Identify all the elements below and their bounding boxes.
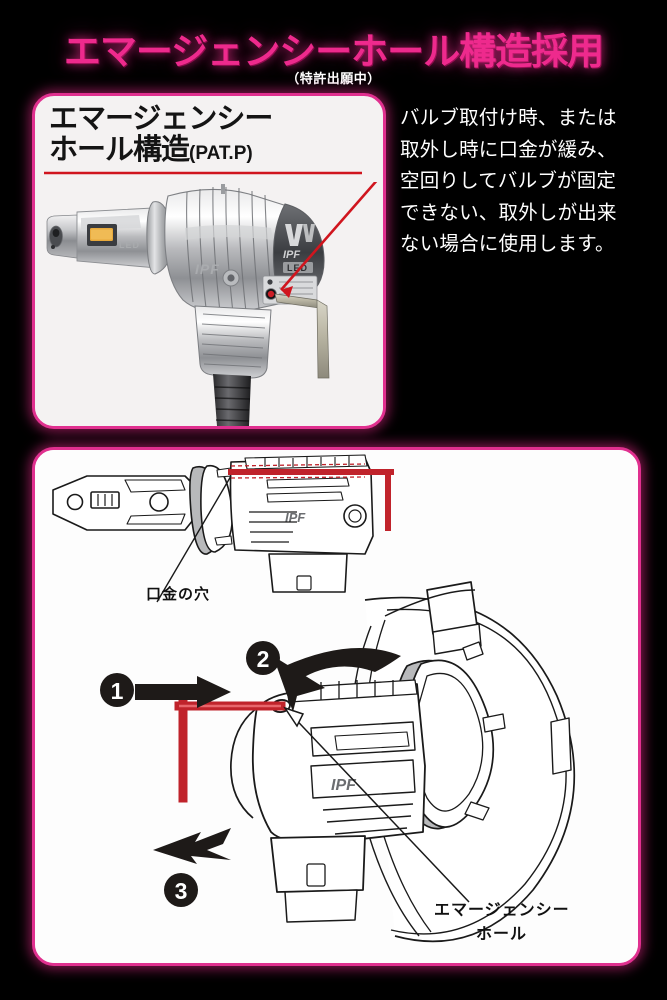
panel-product-photo: エマージェンシー ホール構造(PAT.P) [32, 93, 386, 429]
patent-pending-note: （特許出願中） [286, 71, 381, 86]
step-3-marker: 3 [153, 828, 231, 907]
svg-text:LED: LED [287, 263, 308, 273]
led-bulb-photo: LED IPF [35, 182, 383, 426]
patp-mark: (PAT.P) [189, 143, 253, 165]
label-socket-hole: 口金の穴 [146, 586, 211, 603]
insertion-path-dotted [230, 463, 366, 479]
arrow-curve-down-icon [285, 648, 401, 680]
callout-arrow-head [281, 286, 293, 298]
body-copy-line4: できない、取外しが出来 [400, 201, 617, 224]
leader-emergency-hole [284, 707, 470, 903]
subdiagram-bulb-sideview: IPF [52, 454, 374, 593]
header: エマージェンシーホール構造採用 （特許出願中） [0, 0, 667, 93]
label-emergency-hole: エマージェンシー ホール [434, 899, 570, 947]
svg-text:1: 1 [111, 678, 124, 704]
instruction-diagram: IPF [35, 450, 638, 963]
hex-key-top [228, 469, 394, 531]
svg-text:IPF: IPF [283, 249, 300, 261]
callout-arrow-red [280, 182, 378, 291]
leader-arrow-head [283, 706, 305, 728]
inset-heading-line1: エマージェンシー [49, 103, 273, 135]
svg-text:IPF: IPF [331, 777, 357, 794]
body-copy-line3: 空回りしてバルブが固定 [400, 170, 617, 193]
svg-text:3: 3 [175, 878, 188, 904]
inset-heading: エマージェンシー ホール構造(PAT.P) [49, 103, 379, 167]
svg-text:LED: LED [119, 240, 140, 250]
body-copy-line5: ない場合に使用します。 [400, 233, 615, 256]
bulb-connector [194, 184, 272, 426]
arrow-right-icon [135, 676, 231, 708]
body-copy-line1: バルブ取付け時、または [400, 107, 617, 129]
panel-instructions: IPF [32, 447, 641, 966]
inset-heading-line2: ホール構造 [49, 134, 190, 167]
svg-text:2: 2 [257, 646, 270, 672]
step-1-marker: 1 [100, 673, 231, 708]
label-emergency-hole-line1: エマージェンシー [434, 902, 570, 919]
hex-key-tool [274, 293, 330, 379]
body-copy-line2: 取外し時に口金が緩み、 [400, 138, 617, 161]
svg-text:IPF: IPF [195, 261, 220, 277]
label-emergency-hole-line2: ホール [476, 926, 528, 943]
leader-socket-hole [156, 475, 232, 603]
body-copy: バルブ取付け時、または 取外し時に口金が緩み、 空回りしてバルブが固定 できない… [400, 103, 650, 261]
step-2-marker: 2 [246, 641, 401, 712]
arrow-left-chevron-icon [153, 828, 231, 864]
page-title: エマージェンシーホール構造採用 [63, 31, 604, 72]
svg-text:IPF: IPF [285, 510, 306, 525]
